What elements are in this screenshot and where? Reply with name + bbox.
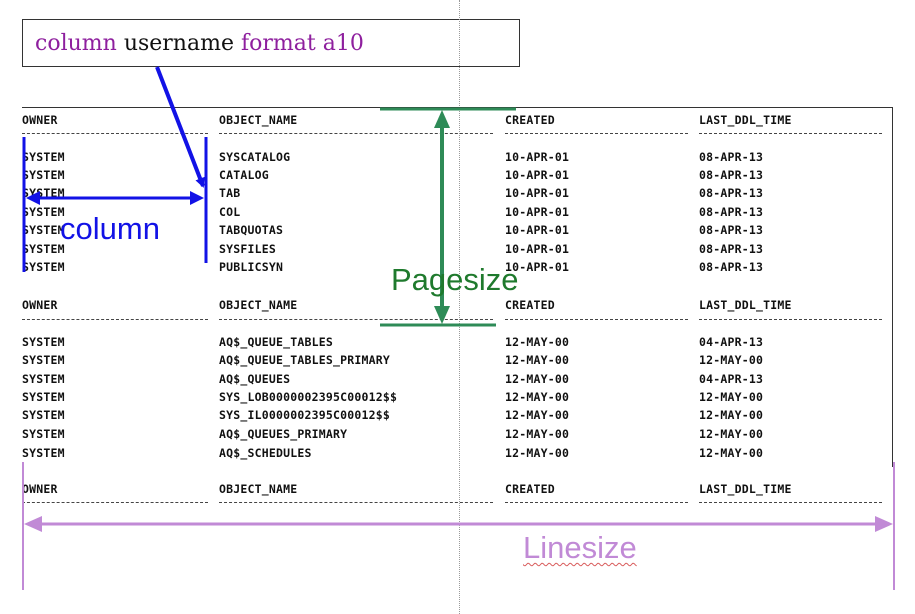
cell-created: 12-MAY-00 (505, 446, 570, 460)
column-arrowhead-left (26, 191, 40, 205)
cell-last-ddl: 08-APR-13 (699, 223, 764, 237)
header-last-ddl-time: LAST_DDL_TIME (699, 298, 792, 312)
cell-object-name: SYSFILES (219, 242, 276, 256)
cell-owner: SYSTEM (22, 427, 65, 441)
cell-object-name: SYS_IL0000002395C00012$$ (219, 408, 390, 422)
cell-created: 10-APR-01 (505, 223, 570, 237)
column-arrowhead-right (190, 191, 204, 205)
linesize-label: Linesize (523, 530, 637, 565)
cell-last-ddl: 08-APR-13 (699, 186, 764, 200)
command-arg: username (123, 31, 234, 56)
cell-object-name: SYSCATALOG (219, 150, 291, 164)
pagesize-arrowhead-top (434, 110, 450, 128)
keyword-column: column (35, 31, 117, 56)
cell-last-ddl: 12-MAY-00 (699, 427, 764, 441)
header-created: CREATED (505, 113, 555, 127)
cell-object-name: AQ$_SCHEDULES (219, 446, 312, 460)
cell-object-name: PUBLICSYN (219, 260, 284, 274)
keyword-format: format (240, 31, 316, 56)
separator (505, 133, 688, 134)
cell-created: 10-APR-01 (505, 205, 570, 219)
cell-object-name: CATALOG (219, 168, 269, 182)
header-last-ddl-time: LAST_DDL_TIME (699, 482, 792, 496)
command-box: column username format a10 (22, 19, 520, 67)
cell-last-ddl: 12-MAY-00 (699, 353, 764, 367)
cell-owner: SYSTEM (22, 205, 65, 219)
cell-created: 12-MAY-00 (505, 372, 570, 386)
cell-created: 10-APR-01 (505, 168, 570, 182)
header-object-name: OBJECT_NAME (219, 298, 298, 312)
center-guide-line (459, 0, 460, 614)
linesize-arrowhead-left (24, 516, 42, 532)
cell-object-name: COL (219, 205, 241, 219)
cell-created: 12-MAY-00 (505, 408, 570, 422)
cell-object-name: AQ$_QUEUES (219, 372, 291, 386)
header-owner: OWNER (22, 482, 58, 496)
cell-owner: SYSTEM (22, 260, 65, 274)
separator (22, 133, 208, 134)
cell-last-ddl: 08-APR-13 (699, 205, 764, 219)
separator (699, 319, 882, 320)
cell-owner: SYSTEM (22, 168, 65, 182)
separator (699, 133, 882, 134)
cell-created: 10-APR-01 (505, 260, 570, 274)
separator (505, 319, 688, 320)
column-label: column (60, 211, 160, 246)
header-object-name: OBJECT_NAME (219, 113, 298, 127)
pagesize-label: Pagesize (391, 262, 519, 297)
cell-created: 10-APR-01 (505, 186, 570, 200)
separator (219, 133, 493, 134)
cell-object-name: AQ$_QUEUES_PRIMARY (219, 427, 348, 441)
cell-object-name: AQ$_QUEUE_TABLES_PRIMARY (219, 353, 390, 367)
cell-created: 12-MAY-00 (505, 427, 570, 441)
cell-object-name: TABQUOTAS (219, 223, 284, 237)
header-owner: OWNER (22, 113, 58, 127)
cell-owner: SYSTEM (22, 390, 65, 404)
query-output: OWNER OBJECT_NAME CREATED LAST_DDL_TIME … (22, 107, 893, 467)
header-created: CREATED (505, 298, 555, 312)
pagesize-arrowhead-bottom (434, 306, 450, 324)
header-created: CREATED (505, 482, 555, 496)
cell-created: 12-MAY-00 (505, 335, 570, 349)
header-owner: OWNER (22, 298, 58, 312)
cell-created: 10-APR-01 (505, 150, 570, 164)
header-last-ddl-time: LAST_DDL_TIME (699, 113, 792, 127)
cell-last-ddl: 12-MAY-00 (699, 446, 764, 460)
cell-owner: SYSTEM (22, 150, 65, 164)
cell-last-ddl: 08-APR-13 (699, 150, 764, 164)
separator (22, 319, 208, 320)
separator (699, 502, 882, 503)
separator (219, 319, 493, 320)
cell-created: 12-MAY-00 (505, 390, 570, 404)
cell-last-ddl: 04-APR-13 (699, 372, 764, 386)
cell-owner: SYSTEM (22, 353, 65, 367)
cell-owner: SYSTEM (22, 242, 65, 256)
header-object-name: OBJECT_NAME (219, 482, 298, 496)
cell-owner: SYSTEM (22, 223, 65, 237)
cell-last-ddl: 08-APR-13 (699, 242, 764, 256)
cell-last-ddl: 08-APR-13 (699, 168, 764, 182)
cell-object-name: TAB (219, 186, 241, 200)
cell-object-name: AQ$_QUEUE_TABLES (219, 335, 333, 349)
format-pointer-arrow (155, 66, 205, 188)
separator (22, 502, 208, 503)
cell-created: 12-MAY-00 (505, 353, 570, 367)
cell-owner: SYSTEM (22, 335, 65, 349)
cell-last-ddl: 08-APR-13 (699, 260, 764, 274)
cell-last-ddl: 04-APR-13 (699, 335, 764, 349)
cell-created: 10-APR-01 (505, 242, 570, 256)
cell-owner: SYSTEM (22, 408, 65, 422)
separator (219, 502, 493, 503)
linesize-arrowhead-right (875, 516, 893, 532)
cell-owner: SYSTEM (22, 372, 65, 386)
cell-owner: SYSTEM (22, 446, 65, 460)
cell-last-ddl: 12-MAY-00 (699, 390, 764, 404)
separator (505, 502, 688, 503)
cell-last-ddl: 12-MAY-00 (699, 408, 764, 422)
cell-object-name: SYS_LOB0000002395C00012$$ (219, 390, 398, 404)
format-value: a10 (322, 31, 364, 56)
